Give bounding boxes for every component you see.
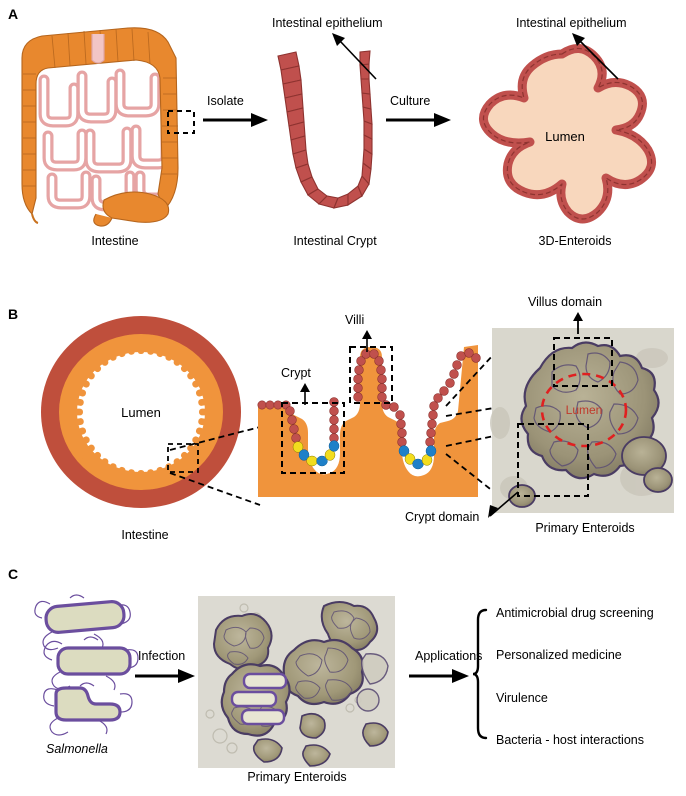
- bacterium-overlay-3: [240, 708, 286, 726]
- bacterium-1: [44, 600, 126, 634]
- arrow-label-infection: Infection: [138, 649, 186, 663]
- pointer-crypt-domain: [488, 491, 519, 518]
- pointer-villus-domain: [573, 312, 583, 334]
- label-villus-domain: Villus domain: [528, 295, 603, 309]
- zoom-box-crypt-domain: [517, 423, 589, 497]
- label-intestinal-epithelium-crypt: Intestinal epithelium: [272, 16, 383, 30]
- pointer-villi: [362, 330, 372, 352]
- bacterium-overlay-2: [230, 690, 278, 708]
- caption-intestinal-crypt: Intestinal Crypt: [293, 234, 377, 248]
- intestinal-crypt-illustration: [277, 50, 373, 209]
- zoom-box-villi: [349, 346, 393, 404]
- caption-3d-enteroids: 3D-Enteroids: [538, 234, 612, 248]
- arrow-label-applications: Applications: [415, 649, 483, 663]
- caption-intestine: Intestine: [91, 234, 139, 248]
- connector-ring-to-villi: [169, 426, 261, 506]
- zoom-box-wall: [167, 443, 199, 473]
- arrow-label-isolate: Isolate: [207, 94, 244, 108]
- bacterium-overlay-1: [242, 672, 288, 690]
- micrograph-lumen-label: Lumen: [566, 403, 603, 417]
- application-item-0: Antimicrobial drug screening: [496, 606, 654, 620]
- label-intestinal-epithelium-enteroid: Intestinal epithelium: [516, 16, 627, 30]
- application-item-1: Personalized medicine: [496, 648, 622, 662]
- pointer-crypt: [300, 383, 310, 405]
- arrow-infection: [135, 669, 195, 683]
- enteroid-illustration: Lumen: [479, 44, 657, 224]
- label-salmonella: Salmonella: [46, 742, 108, 756]
- pointer-epithelium-enteroid: [572, 33, 619, 80]
- caption-intestine-b: Intestine: [121, 528, 169, 542]
- zoom-box-intestine: [167, 110, 195, 134]
- lumen-dashed-circle: [540, 372, 628, 448]
- intestine-cross-section: Lumen: [41, 316, 241, 508]
- pointer-epithelium-crypt: [332, 33, 377, 80]
- application-item-3: Bacteria - host interactions: [496, 733, 644, 747]
- applications-brace: [472, 608, 488, 740]
- bacterium-3: [54, 686, 122, 722]
- bacterium-2: [56, 646, 132, 676]
- caption-primary-enteroids-b: Primary Enteroids: [535, 521, 635, 535]
- micrograph-primary-enteroids-c: [198, 596, 395, 768]
- label-crypt-domain: Crypt domain: [405, 510, 480, 524]
- zoom-box-crypt: [281, 402, 345, 474]
- arrow-culture: [386, 113, 451, 127]
- villi-crypt-diagram: [257, 345, 481, 497]
- cross-section-lumen-label: Lumen: [121, 405, 161, 420]
- caption-primary-enteroids-c: Primary Enteroids: [247, 770, 347, 784]
- label-crypt: Crypt: [281, 366, 311, 380]
- panel-letter-c: C: [8, 566, 19, 582]
- micrograph-primary-enteroids-b: Lumen: [490, 328, 674, 513]
- panel-letter-b: B: [8, 306, 19, 322]
- organoid-central: [282, 638, 364, 706]
- salmonella-illustration: [34, 594, 139, 736]
- label-villi: Villi: [345, 313, 365, 327]
- arrow-label-culture: Culture: [390, 94, 431, 108]
- application-item-2: Virulence: [496, 691, 548, 705]
- arrow-applications: [409, 669, 469, 683]
- connector-villi-to-micrograph: [445, 353, 495, 493]
- intestine-illustration: [21, 27, 195, 227]
- zoom-box-villus-domain: [553, 337, 613, 387]
- enteroid-lumen-label: Lumen: [545, 129, 585, 144]
- arrow-isolate: [203, 113, 268, 127]
- panel-letter-a: A: [8, 6, 19, 22]
